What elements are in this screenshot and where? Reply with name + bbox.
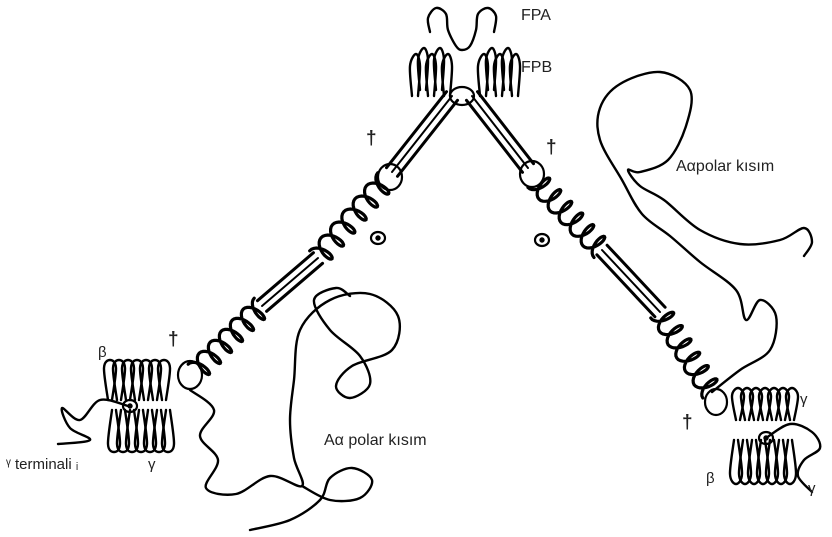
fpa-label: FPA [521,8,551,24]
node-right-upper [520,161,544,187]
dagger-marker-upper-right: † [546,138,557,157]
beta-label-left: β [98,345,107,360]
beta-label-right: β [706,471,715,486]
motor-end-plates [123,87,773,444]
coil-right-lower [651,312,717,398]
polar-label-right: Aαpolar kısım [676,159,774,175]
fiber-left-mid-line [262,258,318,306]
gamma-label-right-upper: γ [800,392,808,407]
dagger-marker-lower-right: † [682,413,693,432]
dagger-marker-lower-left: † [168,330,179,349]
nerve-polar-right [597,72,812,392]
gamma-label-right-lower: γ [808,481,816,496]
apex-ring [450,87,474,105]
fpa-tuft [428,8,496,50]
fiber-left-upper-line [397,100,457,176]
fiber-right-mid-line [602,250,660,312]
gamma-terminal-label: ᵞ terminali ᵢ [6,457,78,472]
node-left-lower [178,361,202,389]
fiber-left-upper-line [387,92,447,168]
endplate-left-upper-dot [376,236,379,239]
endplate-right-cluster-dot [764,436,767,439]
cluster-right-top-6 [786,388,798,420]
nerve-polar-left [190,288,400,495]
coil-left-upper [310,173,389,259]
endplate-right-upper-dot [540,238,543,241]
coil-left-lower [188,298,264,374]
gamma-label-left: γ [148,457,156,472]
fpb-label: FPB [521,60,552,76]
node-right-lower [705,389,727,415]
polar-label-left: Aα polar kısım [324,433,427,449]
nerve-fibers [58,8,820,530]
intrafusal-fibers [257,92,665,317]
dagger-marker-upper-left: † [366,129,377,148]
endplate-left-cluster-dot [128,404,131,407]
fiber-right-upper-line [472,96,528,168]
fiber-left-upper-line [392,96,452,172]
